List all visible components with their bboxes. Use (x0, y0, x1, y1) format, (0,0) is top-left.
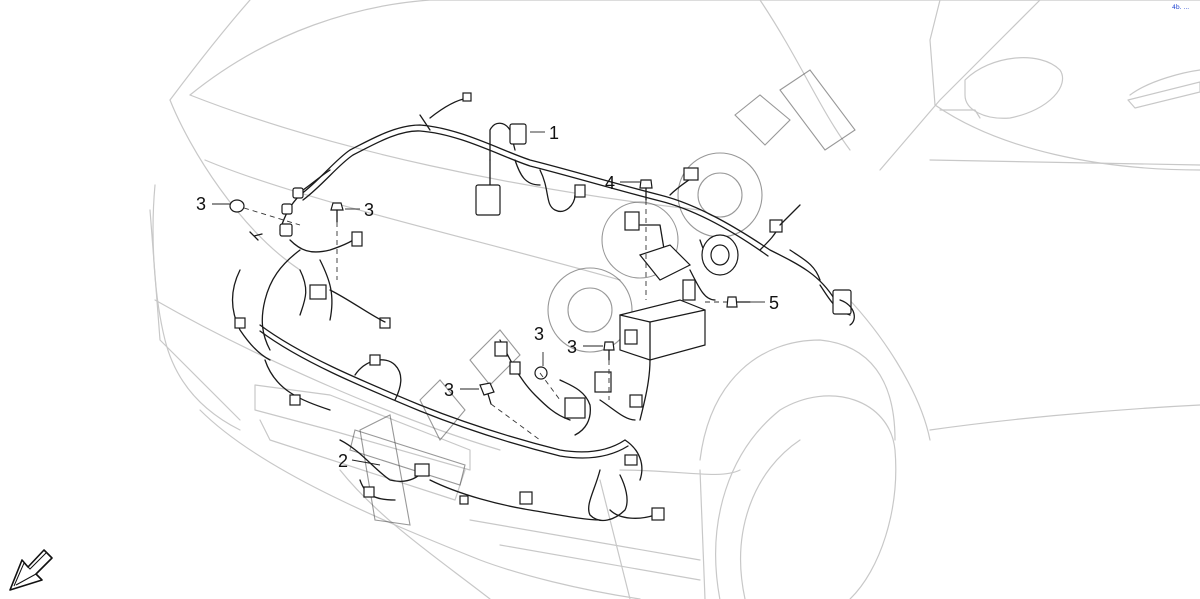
vehicle-body-outline (149, 0, 1200, 599)
callout-3-lower: 3 (444, 380, 454, 400)
callout-3-left-bolt: 3 (364, 200, 374, 220)
callout-1: 1 (549, 123, 559, 143)
callout-labels: 1 2 3 3 3 3 3 4 5 (196, 123, 779, 471)
wiring-harness (229, 92, 855, 522)
callout-2: 2 (338, 451, 348, 471)
leader-lines (212, 131, 765, 466)
callout-3-left: 3 (196, 194, 206, 214)
installation-guide-lines (243, 200, 727, 441)
corner-mark: 4b. ... (1172, 4, 1189, 11)
callout-5: 5 (769, 293, 779, 313)
callout-3-center-grommet: 3 (534, 324, 544, 344)
callout-3-center-bolt: 3 (567, 337, 577, 357)
front-direction-arrow-icon (9, 549, 53, 591)
callout-4: 4 (605, 173, 615, 193)
watermark (349, 69, 856, 526)
